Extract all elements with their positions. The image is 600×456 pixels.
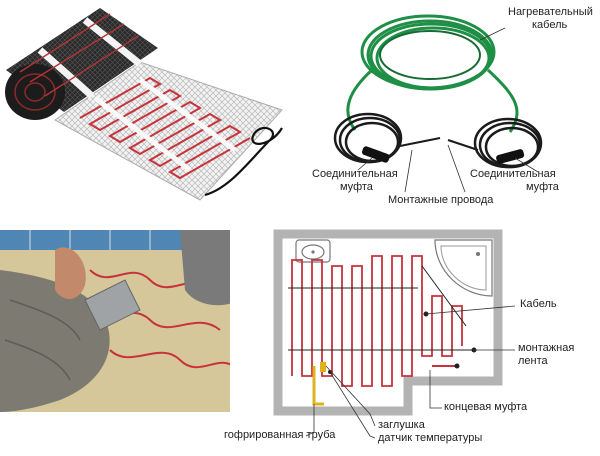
leader-lines: [357, 27, 539, 193]
mounting-wire-coil-right: [473, 117, 543, 169]
mat-mesh: [54, 61, 283, 201]
label-coupling-right-1: Соединительная: [470, 168, 556, 180]
label-plug: заглушка: [378, 419, 425, 431]
green-lead-left: [346, 68, 374, 131]
label-end-coupling: концевая муфта: [444, 401, 528, 413]
mat-tape: [138, 77, 237, 153]
wall-tiles: [0, 230, 240, 250]
mat-cable: [79, 76, 251, 180]
mounting-wire-coil-left: [333, 112, 403, 164]
label-tape-2: лента: [518, 355, 548, 367]
green-cable-coil: [360, 14, 496, 91]
room-walls: [273, 229, 503, 416]
trowel-marks: [4, 299, 81, 381]
label-tape-1: монтажная: [518, 342, 575, 354]
shower-tray-icon: [434, 239, 493, 297]
heating-cable-serpentine: [291, 255, 463, 387]
label-coupling-left-2: муфта: [340, 181, 373, 193]
end-coupling-dot: [454, 363, 460, 369]
label-temp-sensor: датчик температуры: [378, 432, 483, 444]
installation-illustration: [0, 230, 240, 412]
heating-cable-svg: [333, 14, 543, 193]
wire-tail-right: [447, 139, 479, 151]
green-lead-right: [486, 68, 519, 133]
green-cable-coil-inner: [379, 30, 481, 80]
label-corrugated-pipe: гофрированная труба: [224, 429, 336, 441]
label-mounting-wires: Монтажные провода: [388, 194, 494, 206]
hand: [55, 247, 86, 300]
mat-tape: [93, 96, 192, 172]
trowel: [84, 279, 141, 331]
floor-plan-svg: [273, 229, 516, 439]
heating-mat-illustration: [0, 0, 292, 218]
label-coupling-right-2: муфта: [526, 181, 559, 193]
mounting-tape-lines: [288, 265, 474, 351]
plug: [320, 362, 326, 372]
mat-lead-wire: [204, 126, 283, 197]
label-cable: Кабель: [520, 298, 557, 310]
label-heating-cable-2: кабель: [532, 19, 568, 31]
label-heating-cable-1: Нагревательный: [508, 6, 593, 18]
coupling-left: [361, 146, 390, 163]
heating-mat-svg: [5, 8, 283, 201]
coupling-right: [496, 149, 525, 164]
leg: [180, 230, 240, 306]
installation-svg: [0, 230, 240, 412]
plan-leader-lines: [305, 305, 516, 439]
label-coupling-left-1: Соединительная: [312, 168, 398, 180]
wire-tail-left: [399, 137, 441, 147]
mat-roll: [5, 8, 158, 120]
heating-cable-illustration: Нагревательный кабель Соединительная муф…: [300, 0, 600, 218]
sink-icon: [295, 239, 331, 263]
floor-plan-diagram: Кабель монтажная лента концевая муфта за…: [230, 226, 600, 456]
